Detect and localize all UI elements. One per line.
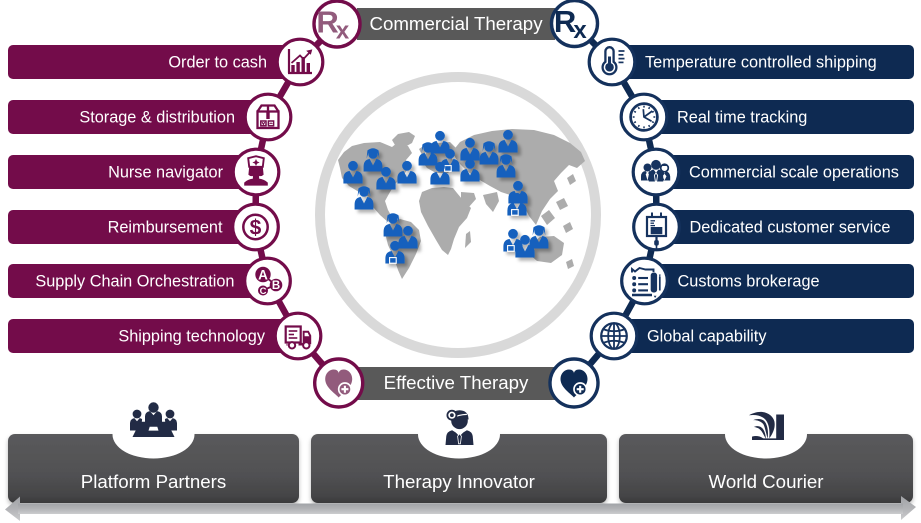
svg-text:Temperature controlled shippin: Temperature controlled shipping [645, 54, 877, 72]
svg-text:Supply Chain Orchestration: Supply Chain Orchestration [35, 273, 234, 291]
svg-text:Shipping technology: Shipping technology [118, 328, 266, 346]
svg-text:Real time tracking: Real time tracking [677, 109, 807, 127]
svg-text:B: B [272, 280, 280, 292]
svg-text:x: x [573, 17, 587, 44]
svg-text:Commercial Therapy: Commercial Therapy [369, 13, 543, 34]
svg-text:R: R [316, 5, 338, 40]
svg-text:Storage & distribution: Storage & distribution [79, 109, 235, 127]
svg-text:Commercial scale operations: Commercial scale operations [689, 164, 899, 182]
svg-text:x: x [336, 18, 350, 45]
svg-text:$: $ [250, 217, 262, 240]
svg-text:R: R [554, 4, 576, 39]
svg-text:Therapy Innovator: Therapy Innovator [383, 471, 535, 492]
svg-text:C: C [260, 286, 267, 297]
svg-text:Global capability: Global capability [647, 328, 767, 346]
svg-text:Effective Therapy: Effective Therapy [384, 372, 529, 393]
svg-text:World Courier: World Courier [709, 471, 824, 492]
svg-text:Reimbursement: Reimbursement [108, 219, 223, 237]
svg-text:Order to cash: Order to cash [168, 54, 267, 72]
svg-text:Dedicated customer service: Dedicated customer service [690, 219, 891, 237]
svg-text:Nurse navigator: Nurse navigator [108, 164, 224, 182]
svg-text:A: A [258, 267, 268, 282]
svg-text:Platform Partners: Platform Partners [81, 471, 226, 492]
svg-text:Customs brokerage: Customs brokerage [678, 273, 820, 291]
